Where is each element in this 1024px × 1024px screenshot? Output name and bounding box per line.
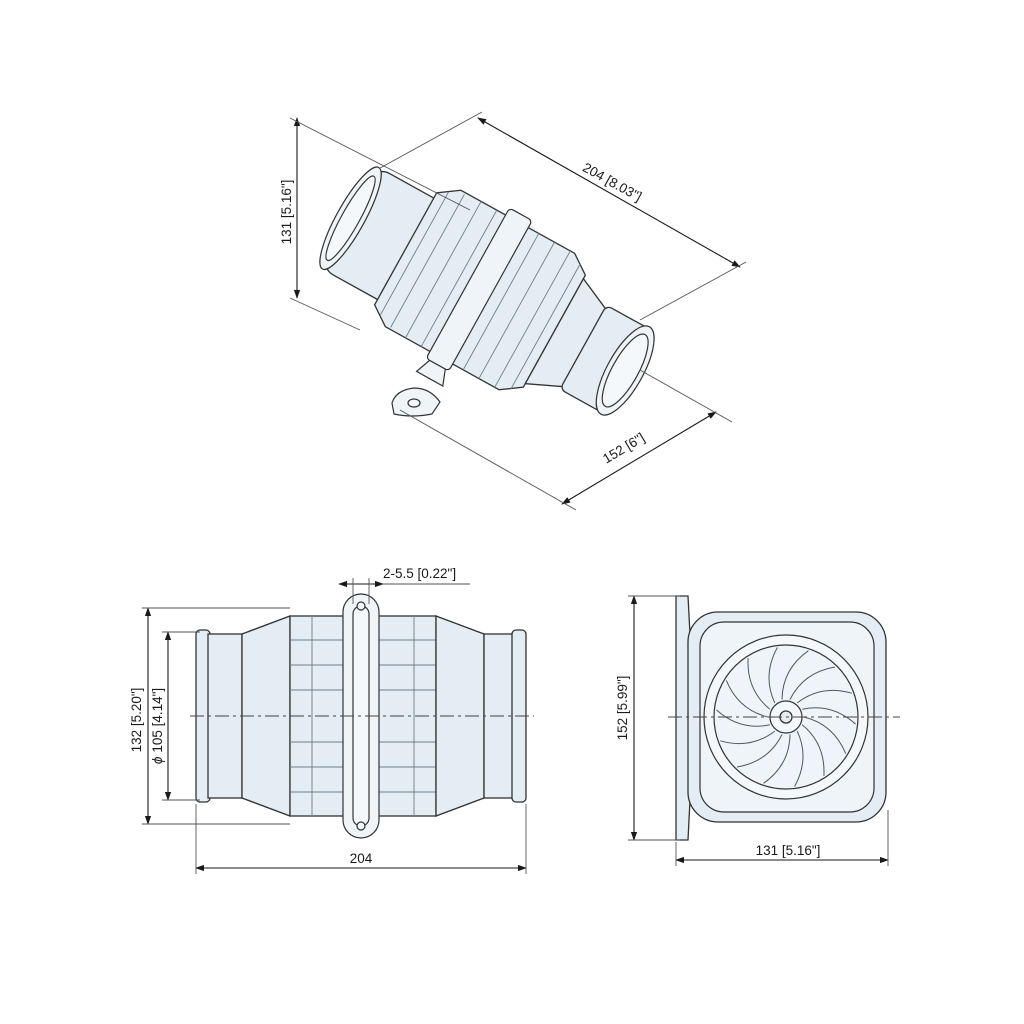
side-diameter-label: 105 [4.14"] xyxy=(150,688,165,753)
fan-blade xyxy=(720,730,776,745)
iso-length-dimension-line xyxy=(477,117,741,268)
svg-text:ϕ105 [4.14"]: ϕ 105 [4.14"] xyxy=(150,688,165,764)
hole-label: 2-5.5 [0.22"] xyxy=(383,566,456,581)
fan-blades xyxy=(716,647,856,787)
fan-blade xyxy=(763,734,791,784)
side-height-label: 132 [5.20"] xyxy=(129,688,144,753)
fan-blade xyxy=(747,658,771,710)
front-height-label: 152 [5.99"] xyxy=(615,676,630,741)
fan-blade xyxy=(716,709,770,727)
side-length-label: 204 xyxy=(350,851,373,866)
fan-blade xyxy=(725,680,769,718)
iso-mount-hole xyxy=(407,398,421,408)
side-mount-hole-top xyxy=(356,601,366,611)
iso-height-label: 131 [5.16"] xyxy=(279,180,294,245)
fan-blade xyxy=(803,716,847,754)
fan-blade xyxy=(794,730,804,787)
fan-blade xyxy=(768,647,778,704)
diameter-symbol: ϕ xyxy=(150,756,165,764)
iso-base-label: 152 [6"] xyxy=(600,430,647,467)
side-view: 132 [5.20"] ϕ 105 [4.14"] 204 2-5.5 [0.22… xyxy=(129,566,534,874)
fan-blade xyxy=(802,707,856,725)
isometric-view: 131 [5.16"] 204 [8.03"] 152 [6"] xyxy=(279,111,747,511)
fan-blade xyxy=(789,666,836,700)
fan-blade xyxy=(801,724,825,776)
front-width-label: 131 [5.16"] xyxy=(756,843,821,858)
fan-blade xyxy=(781,650,809,700)
fan-blade xyxy=(796,689,852,704)
front-view: 152 [5.99"] 131 [5.16"] xyxy=(615,595,900,866)
side-mount-hole-bottom xyxy=(356,821,366,831)
fan-blade xyxy=(736,734,783,768)
iso-base-dimension-line xyxy=(561,411,717,505)
